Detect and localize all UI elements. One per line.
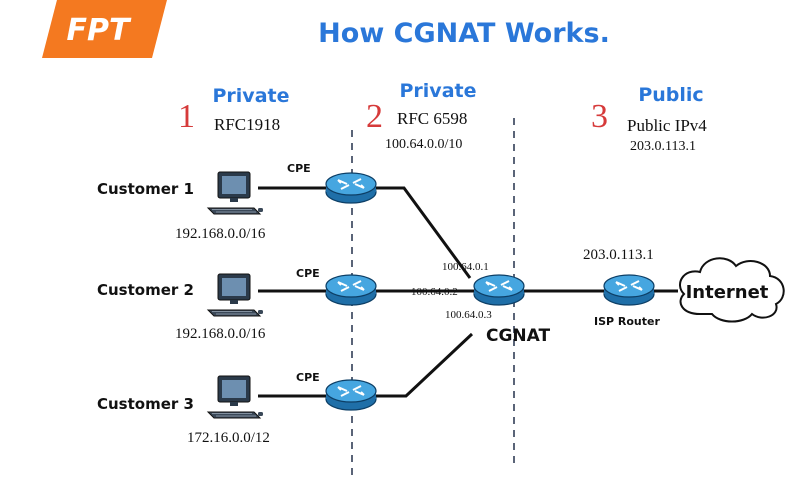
customer-1-label: Customer 1 xyxy=(97,180,194,198)
zone-2-title: Private xyxy=(400,80,477,102)
cgnat-ip-3: 100.64.0.3 xyxy=(445,309,492,321)
zone-1-title: Private xyxy=(213,85,290,107)
cpe-3-label: CPE xyxy=(296,371,320,384)
fpt-logo: FPT xyxy=(42,0,167,58)
cgnat-router-icon xyxy=(473,274,525,306)
internet-label: Internet xyxy=(686,282,769,303)
zone-2-number: 2 xyxy=(366,98,383,135)
page-title: How CGNAT Works. xyxy=(318,18,610,49)
zone-3-desc: Public IPv4 xyxy=(627,116,707,135)
zone-3-range: 203.0.113.1 xyxy=(630,139,696,154)
cpe-2-label: CPE xyxy=(296,267,320,280)
zone-1-desc: RFC1918 xyxy=(214,115,280,134)
cpe-3-router-icon xyxy=(325,379,377,411)
customer-3-pc-icon xyxy=(207,375,264,419)
isp-router-icon xyxy=(603,274,655,306)
logo-text: FPT xyxy=(67,13,132,48)
link-cpe1-cgnat xyxy=(376,186,472,279)
cpe-2-router-icon xyxy=(325,274,377,306)
zone-3-number: 3 xyxy=(591,98,608,135)
network-links xyxy=(258,186,678,398)
isp-ip-label: 203.0.113.1 xyxy=(583,247,654,263)
customer-3-label: Customer 3 xyxy=(97,395,194,413)
customer-2-label: Customer 2 xyxy=(97,281,194,299)
cpe-1-router-icon xyxy=(325,172,377,204)
customer-3-subnet: 172.16.0.0/12 xyxy=(187,430,270,446)
internet-cloud-icon xyxy=(679,257,785,323)
zone-1-number: 1 xyxy=(178,98,195,135)
customer-2-subnet: 192.168.0.0/16 xyxy=(175,326,266,342)
zone-3-title: Public xyxy=(638,84,703,106)
customer-1-pc-icon xyxy=(207,171,264,215)
link-cpe3-cgnat xyxy=(376,332,474,398)
customer-2-pc-icon xyxy=(207,273,264,317)
cgnat-ip-1: 100.64.0.1 xyxy=(442,261,489,273)
zone-2-desc: RFC 6598 xyxy=(397,109,467,128)
cpe-1-label: CPE xyxy=(287,162,311,175)
cgnat-ip-2: 100.64.0.2 xyxy=(411,286,458,298)
cgnat-label: CGNAT xyxy=(486,326,550,346)
customer-1-subnet: 192.168.0.0/16 xyxy=(175,226,266,242)
isp-router-label: ISP Router xyxy=(594,315,660,328)
zone-2-range: 100.64.0.0/10 xyxy=(385,137,462,152)
logo-badge xyxy=(42,0,167,58)
